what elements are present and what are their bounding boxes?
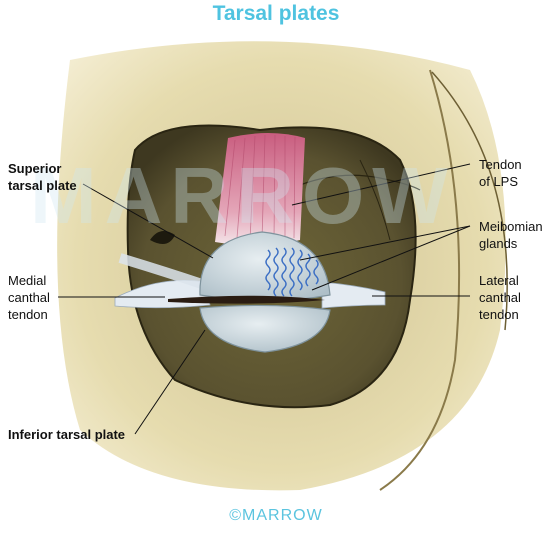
watermark: MARROW (30, 151, 456, 240)
inferior-tarsal-plate (199, 304, 331, 353)
skull-right-edge (379, 69, 461, 491)
orbit-fissure (150, 231, 175, 244)
orbit-nerve (359, 159, 391, 241)
label-lateral-canthal-tendon: Lateral canthal tendon (479, 273, 521, 322)
label-inferior-tarsal-plate: Inferior tarsal plate (8, 427, 126, 442)
lps-fibers (224, 134, 296, 241)
label-medial-canthal-tendon: Medial canthal tendon (8, 273, 50, 322)
label-superior-tarsal-plate: Superior tarsal plate (8, 161, 77, 193)
medial-canthal-ligament (118, 253, 207, 290)
leader-lines (58, 163, 471, 435)
label-meibomian-glands: Meibomian glands (479, 219, 543, 251)
label-tendon-of-lps: Tendon of LPS (479, 157, 522, 189)
palpebral-fissure (168, 295, 325, 304)
lateral-canthal-ligament (321, 281, 386, 309)
lps-muscle (215, 133, 305, 246)
orbit-nerve (299, 174, 421, 191)
skull-outline (431, 71, 508, 331)
page-title: Tarsal plates (212, 2, 340, 25)
meibomian-glands (265, 247, 319, 297)
footer-brand: ©MARROW (229, 507, 323, 524)
